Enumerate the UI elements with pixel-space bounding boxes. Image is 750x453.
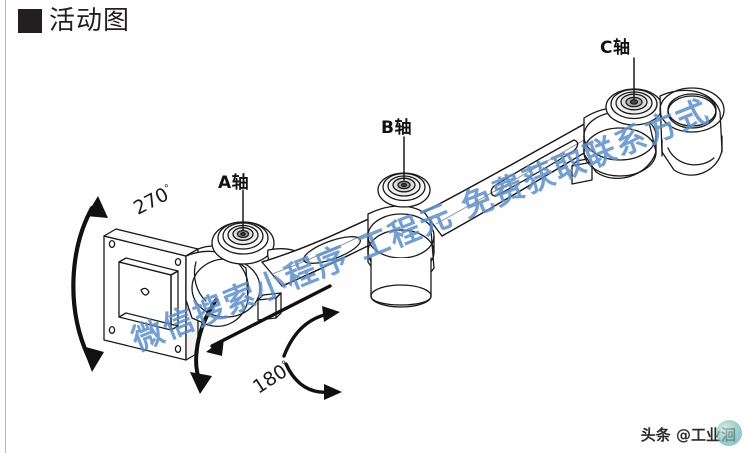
page-left-rule [5, 0, 6, 453]
attribution-text-wrap: 头条 @工业洄 [640, 420, 742, 446]
page-title: 活动图 [18, 8, 130, 34]
callout-label-c: C轴 [600, 38, 631, 58]
page-title-text: 活动图 [49, 6, 131, 36]
filled-square-icon [18, 9, 42, 33]
rotation-arrow-lower [190, 298, 218, 394]
globe-badge-icon [716, 420, 742, 446]
forearm-link [423, 121, 607, 237]
b-axis-joint [367, 172, 435, 308]
callout-leader-lines [242, 57, 635, 231]
base-joint-housing [185, 245, 282, 327]
mounting-flange [103, 228, 199, 361]
attribution: 头条 @工业洄 [640, 420, 742, 446]
callout-label-b: B轴 [381, 118, 412, 138]
callout-label-a: A轴 [218, 173, 250, 193]
rotation-axis-line [206, 284, 332, 356]
rotation-arrow-180 [282, 306, 342, 400]
rotation-arrow-270 [71, 196, 108, 372]
attribution-text: 头条 @工业洄 [640, 426, 736, 444]
c-axis-joint [583, 87, 725, 180]
